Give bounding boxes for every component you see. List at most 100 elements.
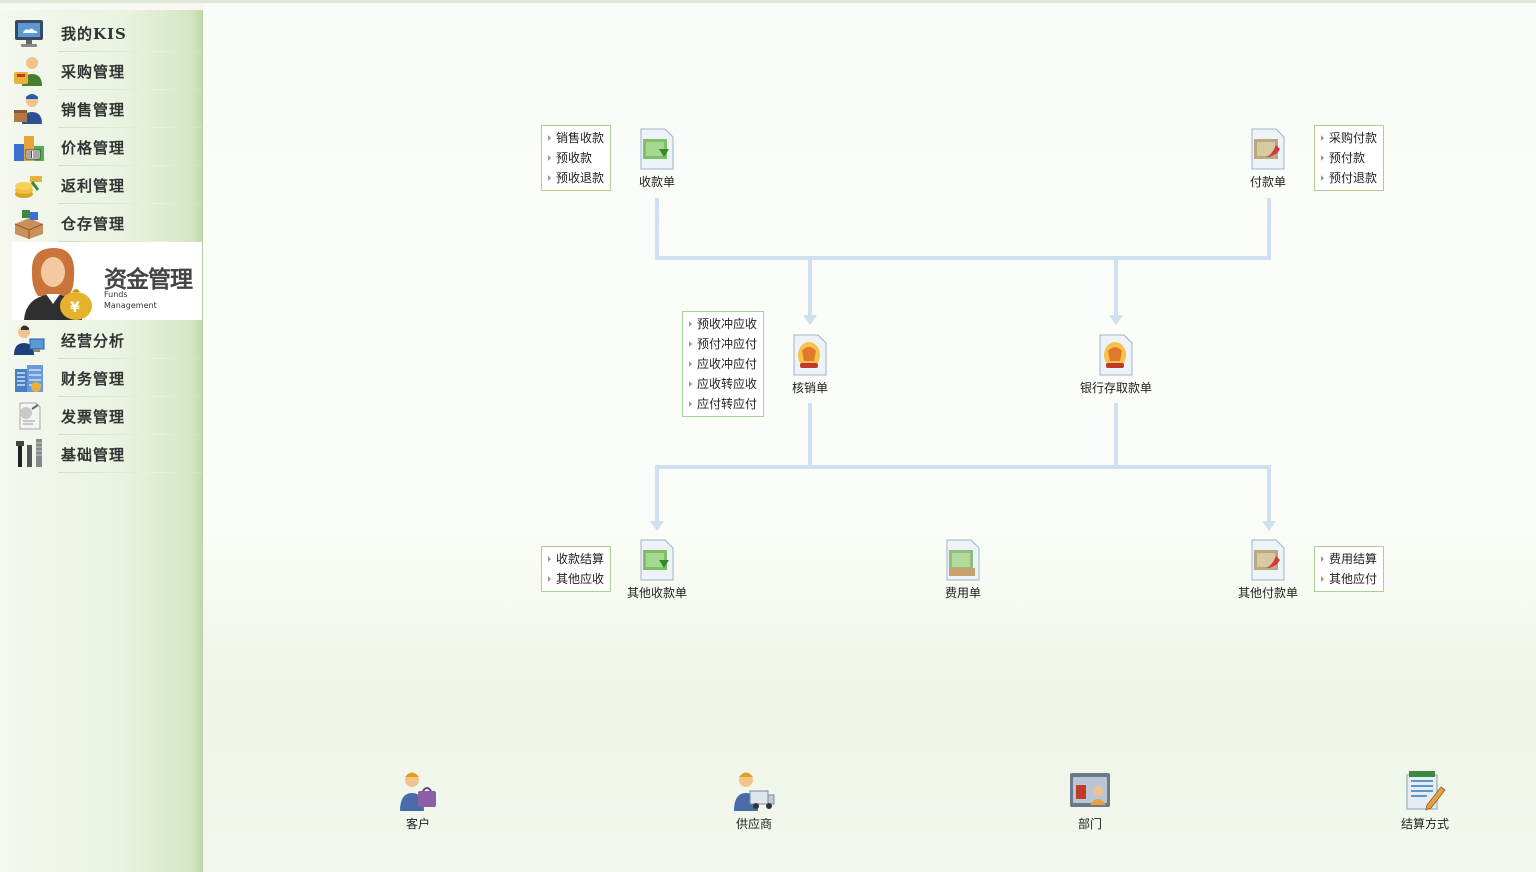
stamp-doc-icon — [1099, 334, 1133, 376]
other-payment-doc-label: 其他付款单 — [1237, 586, 1298, 600]
settlement-icon — [1406, 771, 1446, 811]
arrow-head — [650, 521, 664, 531]
supplier-icon — [734, 772, 775, 811]
writeoff-option-3[interactable]: 应收冲应付 — [689, 354, 757, 374]
stamp-doc-icon — [793, 334, 827, 376]
writeoff-option-2[interactable]: 预付冲应付 — [689, 334, 757, 354]
expense-doc[interactable]: 费用单 — [903, 538, 1023, 601]
receipt-doc[interactable]: 收款单 — [597, 127, 717, 190]
writeoff-options-panel: 预收冲应收 预付冲应付 应收冲应付 应收转应收 应付转应付 — [682, 311, 765, 417]
sidebar-item-base[interactable]: 基础管理 — [12, 435, 202, 473]
sidebar-item-funds-active[interactable]: ¥ 资金管理 Funds Management — [12, 242, 202, 320]
active-section-title: 资金管理 — [104, 267, 193, 293]
customer-icon — [400, 772, 436, 811]
receipt-money-doc-icon — [640, 539, 674, 581]
other-payment-doc[interactable]: 其他付款单 — [1208, 538, 1328, 601]
writeoff-doc[interactable]: 核销单 — [750, 333, 870, 396]
other-receipt-option-1[interactable]: 收款结算 — [548, 549, 604, 569]
other-receipt-option-2[interactable]: 其他应收 — [548, 569, 604, 589]
sidebar-item-invoice[interactable]: 发票管理 — [12, 397, 202, 435]
settlement-label: 结算方式 — [1400, 817, 1449, 831]
flow-connectors — [650, 198, 1276, 531]
sidebar-item-label: 基础管理 — [61, 445, 126, 464]
supplier-label: 供应商 — [735, 817, 772, 831]
bank-doc-label: 银行存取款单 — [1079, 381, 1152, 395]
finance-building-icon — [15, 365, 43, 392]
payment-option-advance[interactable]: 预付款 — [1321, 148, 1377, 168]
customer-entry[interactable]: 客户 — [373, 769, 463, 832]
bottom-connector-line — [655, 465, 1271, 523]
sidebar-item-label: 经营分析 — [61, 331, 126, 350]
writeoff-doc-label: 核销单 — [791, 381, 828, 395]
sidebar-item-my-kis[interactable]: 我的KIS — [12, 14, 202, 52]
tools-icon — [16, 439, 42, 467]
sidebar-item-price[interactable]: 价格管理 — [12, 128, 202, 166]
department-entry[interactable]: 部门 — [1045, 769, 1135, 832]
warehouse-boxes-icon — [14, 210, 44, 239]
funds-manager-avatar-icon: ¥ — [24, 248, 92, 320]
other-receipt-doc-label: 其他收款单 — [626, 586, 687, 600]
payment-option-purchase[interactable]: 采购付款 — [1321, 128, 1377, 148]
payment-doc[interactable]: 付款单 — [1208, 127, 1328, 190]
arrow-head — [1109, 315, 1123, 325]
analysis-person-icon — [14, 325, 45, 355]
other-payment-options-panel: 费用结算 其他应付 — [1314, 546, 1385, 592]
writeoff-option-1[interactable]: 预收冲应收 — [689, 314, 757, 334]
sidebar-item-label: 仓存管理 — [61, 214, 126, 233]
receipt-option-sales[interactable]: 销售收款 — [548, 128, 604, 148]
receipt-doc-label: 收款单 — [638, 175, 675, 189]
sidebar-item-finance[interactable]: 财务管理 — [12, 359, 202, 397]
top-border — [0, 0, 1536, 3]
payment-options-panel: 采购付款 预付款 预付退款 — [1314, 125, 1385, 191]
department-label: 部门 — [1077, 817, 1102, 831]
receipt-option-advance-refund[interactable]: 预收退款 — [548, 168, 604, 188]
svg-text:¥: ¥ — [70, 300, 80, 316]
sidebar-item-warehouse[interactable]: 仓存管理 — [12, 204, 202, 242]
payment-money-doc-icon — [1251, 128, 1285, 170]
arrow-head — [1262, 521, 1276, 531]
arrow-head — [803, 315, 817, 325]
subtitle-line: Funds — [104, 290, 128, 299]
main-content: 销售收款 预收款 预收退款 收款单 付款单 采购付款 预付款 预付退款 预收冲应… — [203, 3, 1536, 872]
sidebar: 我的KIS 采购管理 销售管理 价格管理 — [0, 10, 203, 872]
rebate-coins-icon — [15, 176, 42, 198]
sidebar-item-purchase[interactable]: 采购管理 — [12, 52, 202, 90]
purchase-person-icon — [14, 57, 42, 86]
other-payment-option-1[interactable]: 费用结算 — [1321, 549, 1377, 569]
subtitle-line: Management — [104, 301, 157, 310]
payment-money-doc-icon — [1251, 539, 1285, 581]
writeoff-option-5[interactable]: 应付转应付 — [689, 394, 757, 414]
sidebar-item-rebate[interactable]: 返利管理 — [12, 166, 202, 204]
other-receipt-doc[interactable]: 其他收款单 — [597, 538, 717, 601]
receipt-options-panel: 销售收款 预收款 预收退款 — [541, 125, 612, 191]
sidebar-item-label: 采购管理 — [61, 62, 126, 81]
sidebar-item-label: 财务管理 — [61, 369, 126, 388]
top-connector-line — [655, 198, 1271, 260]
payment-doc-label: 付款单 — [1249, 175, 1286, 189]
invoice-icon — [19, 402, 41, 430]
sidebar-item-label: 发票管理 — [61, 407, 126, 426]
sidebar-item-label: 返利管理 — [61, 176, 126, 195]
expense-money-doc-icon — [946, 539, 980, 581]
bank-doc[interactable]: 银行存取款单 — [1056, 333, 1176, 396]
other-receipt-options-panel: 收款结算 其他应收 — [541, 546, 612, 592]
settlement-entry[interactable]: 结算方式 — [1380, 769, 1470, 832]
payment-option-advance-refund[interactable]: 预付退款 — [1321, 168, 1377, 188]
department-icon — [1070, 773, 1110, 807]
monitor-icon — [15, 20, 43, 47]
expense-doc-label: 费用单 — [944, 586, 981, 600]
supplier-entry[interactable]: 供应商 — [709, 769, 799, 832]
sidebar-item-label: 我的KIS — [61, 24, 127, 43]
customer-label: 客户 — [405, 817, 430, 831]
sales-person-icon — [14, 94, 42, 124]
receipt-option-advance[interactable]: 预收款 — [548, 148, 604, 168]
active-section-subtitle: Funds Management — [104, 289, 174, 311]
sidebar-item-sales[interactable]: 销售管理 — [12, 90, 202, 128]
receipt-money-doc-icon — [640, 128, 674, 170]
sidebar-item-label: 销售管理 — [61, 100, 126, 119]
writeoff-option-4[interactable]: 应收转应收 — [689, 374, 757, 394]
sidebar-item-analysis[interactable]: 经营分析 — [12, 321, 202, 359]
price-blocks-icon — [14, 136, 44, 161]
sidebar-item-label: 价格管理 — [61, 138, 126, 157]
other-payment-option-2[interactable]: 其他应付 — [1321, 569, 1377, 589]
